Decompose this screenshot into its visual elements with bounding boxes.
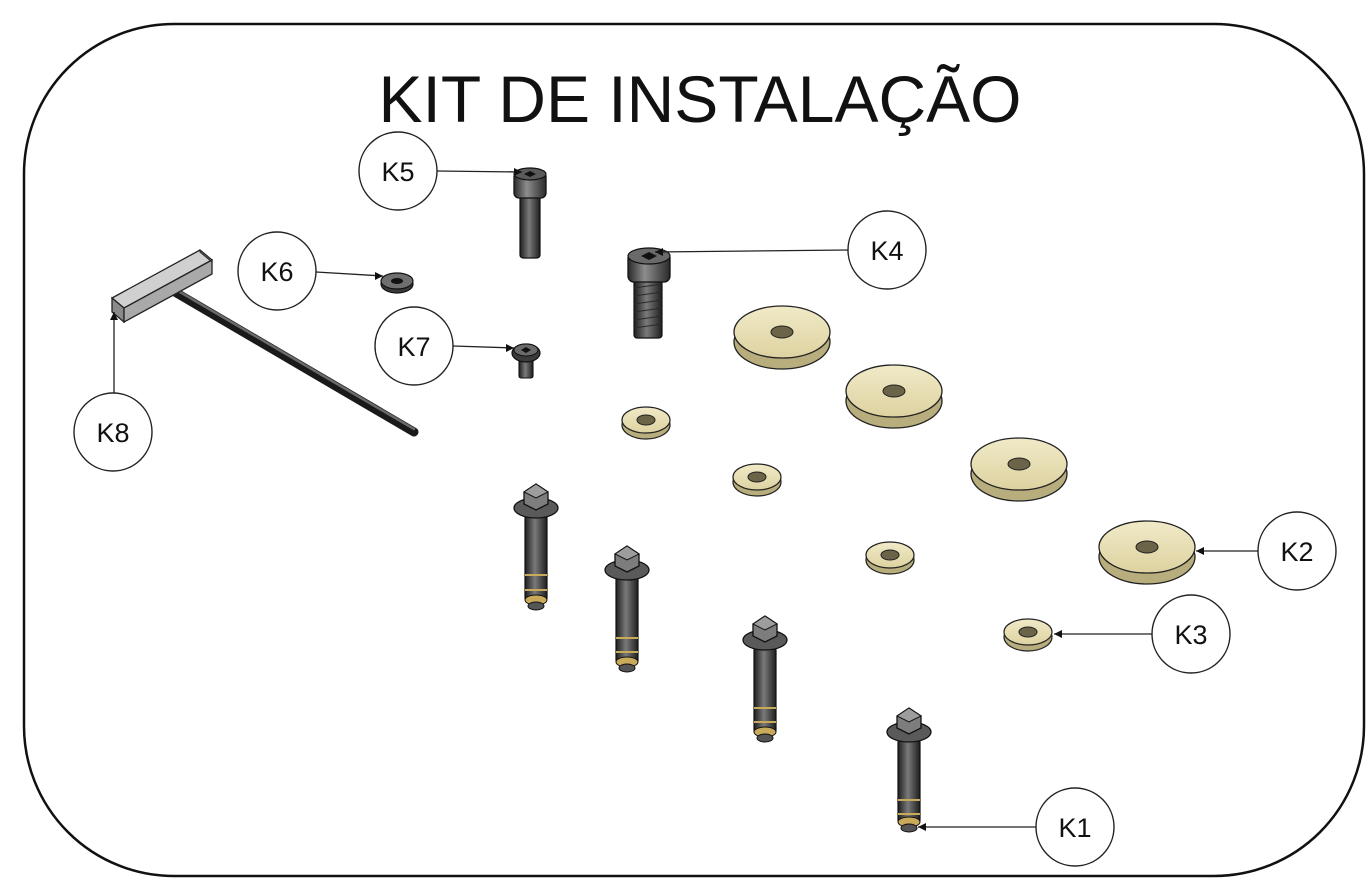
large-washer — [1098, 520, 1196, 585]
t-handle-wrench — [110, 248, 419, 437]
large-washer — [845, 364, 943, 429]
callout-k5: K5 — [358, 131, 438, 211]
callout-k1: K1 — [1035, 787, 1115, 867]
anchor-bolt — [513, 483, 559, 611]
anchor-bolt — [742, 615, 788, 743]
callout-k3: K3 — [1151, 594, 1231, 674]
small-washer — [621, 406, 671, 440]
callout-k4-label: K4 — [870, 236, 903, 266]
callout-k8: K8 — [73, 392, 153, 472]
short-button-screw — [511, 343, 541, 379]
callout-k6: K6 — [237, 231, 317, 311]
large-washer — [970, 437, 1068, 502]
callout-k3-label: K3 — [1174, 620, 1207, 650]
anchor-bolt — [886, 707, 932, 833]
leader-lines — [110, 168, 1258, 831]
small-washer — [865, 541, 915, 575]
callout-k7-label: K7 — [397, 332, 430, 362]
large-washer — [733, 305, 831, 370]
small-washer — [732, 463, 782, 497]
anchor-bolt — [604, 545, 650, 673]
callout-k4: K4 — [847, 210, 927, 290]
diagram-title: KIT DE INSTALAÇÃO — [378, 62, 1021, 136]
callout-k6-label: K6 — [260, 257, 293, 287]
callout-k2-label: K2 — [1280, 537, 1313, 567]
long-socket-screw — [513, 167, 547, 259]
small-lock-washer — [380, 272, 414, 294]
diagram-frame — [22, 22, 1366, 878]
socket-cap-screw — [627, 247, 671, 339]
callout-k1-label: K1 — [1058, 813, 1091, 843]
callout-k8-label: K8 — [96, 418, 129, 448]
callout-k7: K7 — [374, 306, 454, 386]
callout-k2: K2 — [1257, 511, 1337, 591]
callout-k5-label: K5 — [381, 157, 414, 187]
small-washer — [1003, 618, 1053, 652]
